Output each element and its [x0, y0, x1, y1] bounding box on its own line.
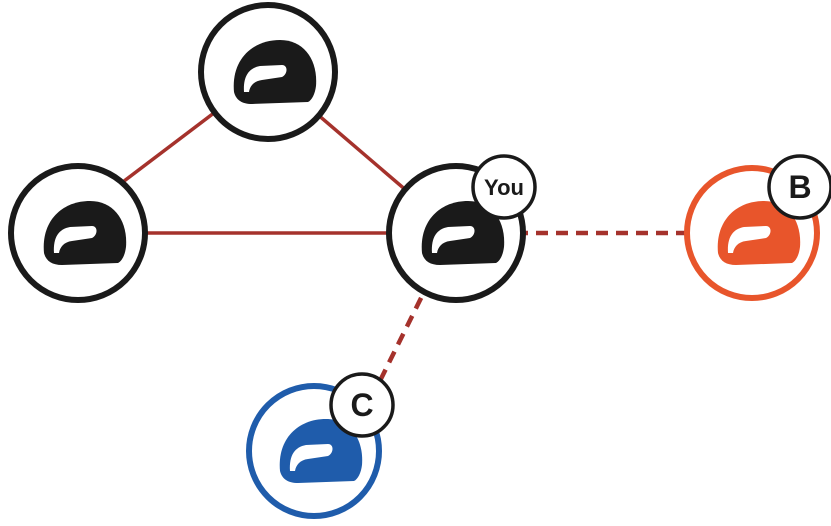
link-you-c — [365, 279, 433, 406]
you-badge: You — [471, 154, 537, 220]
b-badge-label: B — [788, 169, 811, 205]
node-you: You — [386, 154, 537, 303]
b-badge: B — [767, 154, 831, 220]
you-badge-label: You — [484, 175, 524, 200]
node-left — [8, 163, 148, 303]
node-b: B — [684, 154, 831, 301]
node-c: C — [246, 372, 395, 519]
node-top — [198, 2, 338, 142]
c-badge-label: C — [350, 387, 373, 423]
c-badge: C — [329, 372, 395, 438]
